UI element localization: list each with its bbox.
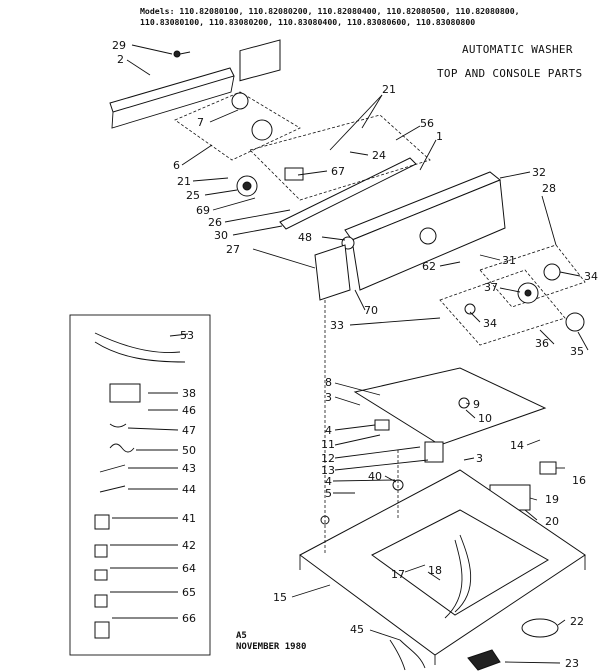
callout-41: 41 bbox=[182, 512, 196, 525]
callout-7: 7 bbox=[197, 116, 204, 129]
wire-harness-part bbox=[389, 534, 472, 671]
callout-12: 12 bbox=[321, 452, 335, 465]
callout-34: 34 bbox=[584, 270, 598, 283]
leader-lines bbox=[110, 44, 589, 664]
revision-code: A5 bbox=[236, 631, 247, 641]
revision-date: NOVEMBER 1980 bbox=[236, 642, 307, 652]
kit-parts bbox=[94, 332, 186, 639]
callout-31: 31 bbox=[502, 254, 516, 267]
callout-9: 9 bbox=[473, 398, 480, 411]
callout-24: 24 bbox=[372, 149, 386, 162]
callout-1: 1 bbox=[436, 130, 443, 143]
callout-29: 29 bbox=[112, 39, 126, 52]
callout-8: 8 bbox=[325, 376, 332, 389]
callout-15: 15 bbox=[273, 591, 287, 604]
switch-part bbox=[236, 167, 304, 197]
callout-35: 35 bbox=[570, 345, 584, 358]
callout-50: 50 bbox=[182, 444, 196, 457]
knob-group-outline-2 bbox=[439, 269, 566, 346]
callout-21: 21 bbox=[177, 175, 191, 188]
callout-labels: 29 2 7 21 56 1 6 24 67 21 25 69 26 30 48… bbox=[112, 39, 598, 670]
callout-25: 25 bbox=[186, 189, 200, 202]
callout-38: 38 bbox=[182, 387, 196, 400]
callout-21: 21 bbox=[382, 83, 396, 96]
callout-26: 26 bbox=[208, 216, 222, 229]
callout-4: 4 bbox=[325, 424, 332, 437]
callout-64: 64 bbox=[182, 562, 196, 575]
callout-62: 62 bbox=[422, 260, 436, 273]
callout-32: 32 bbox=[532, 166, 546, 179]
callout-66: 66 bbox=[182, 612, 196, 625]
callout-36: 36 bbox=[535, 337, 549, 350]
callout-3: 3 bbox=[476, 452, 483, 465]
callout-17: 17 bbox=[391, 568, 405, 581]
knob-group-outline-1 bbox=[479, 244, 586, 308]
callout-19: 19 bbox=[545, 493, 559, 506]
callout-6: 6 bbox=[173, 159, 180, 172]
callout-5: 5 bbox=[325, 487, 332, 500]
console-bracket-outline bbox=[249, 114, 431, 201]
callout-47: 47 bbox=[182, 424, 196, 437]
callout-2: 2 bbox=[117, 53, 124, 66]
callout-20: 20 bbox=[545, 515, 559, 528]
callout-42: 42 bbox=[182, 539, 196, 552]
callout-28: 28 bbox=[542, 182, 556, 195]
callout-3: 3 bbox=[325, 391, 332, 404]
timer-bracket-outline bbox=[174, 91, 301, 161]
callout-34: 34 bbox=[483, 317, 497, 330]
callout-14: 14 bbox=[510, 439, 524, 452]
callout-4: 4 bbox=[325, 475, 332, 488]
console-end-cap-part bbox=[314, 244, 351, 301]
callout-70: 70 bbox=[364, 304, 378, 317]
callout-40: 40 bbox=[368, 470, 382, 483]
callout-69: 69 bbox=[196, 204, 210, 217]
callout-22: 22 bbox=[570, 615, 584, 628]
callout-27: 27 bbox=[226, 243, 240, 256]
callout-10: 10 bbox=[478, 412, 492, 425]
callout-56: 56 bbox=[420, 117, 434, 130]
diagram-title: AUTOMATIC WASHER bbox=[462, 43, 573, 56]
callout-46: 46 bbox=[182, 404, 196, 417]
knob-parts bbox=[464, 263, 585, 332]
model-numbers: Models: 110.82080100, 110.82080200, 110.… bbox=[140, 6, 520, 27]
parts-kit-box bbox=[69, 314, 211, 656]
control-panel-part bbox=[341, 171, 506, 291]
timer-part bbox=[231, 39, 281, 141]
callout-37: 37 bbox=[484, 281, 498, 294]
callout-43: 43 bbox=[182, 462, 196, 475]
callout-44: 44 bbox=[182, 483, 196, 496]
callout-45: 45 bbox=[350, 623, 364, 636]
callout-33: 33 bbox=[330, 319, 344, 332]
lid-part bbox=[353, 367, 547, 446]
diagram-subtitle: TOP AND CONSOLE PARTS bbox=[437, 67, 583, 80]
bottom-parts bbox=[467, 618, 559, 671]
callout-48: 48 bbox=[298, 231, 312, 244]
callout-23: 23 bbox=[565, 657, 579, 670]
callout-67: 67 bbox=[331, 165, 345, 178]
callout-13: 13 bbox=[321, 464, 335, 477]
callout-11: 11 bbox=[321, 438, 335, 451]
callout-30: 30 bbox=[214, 229, 228, 242]
callout-65: 65 bbox=[182, 586, 196, 599]
back-panel-part bbox=[109, 50, 235, 129]
callout-18: 18 bbox=[428, 564, 442, 577]
callout-16: 16 bbox=[572, 474, 586, 487]
callout-53: 53 bbox=[180, 329, 194, 342]
